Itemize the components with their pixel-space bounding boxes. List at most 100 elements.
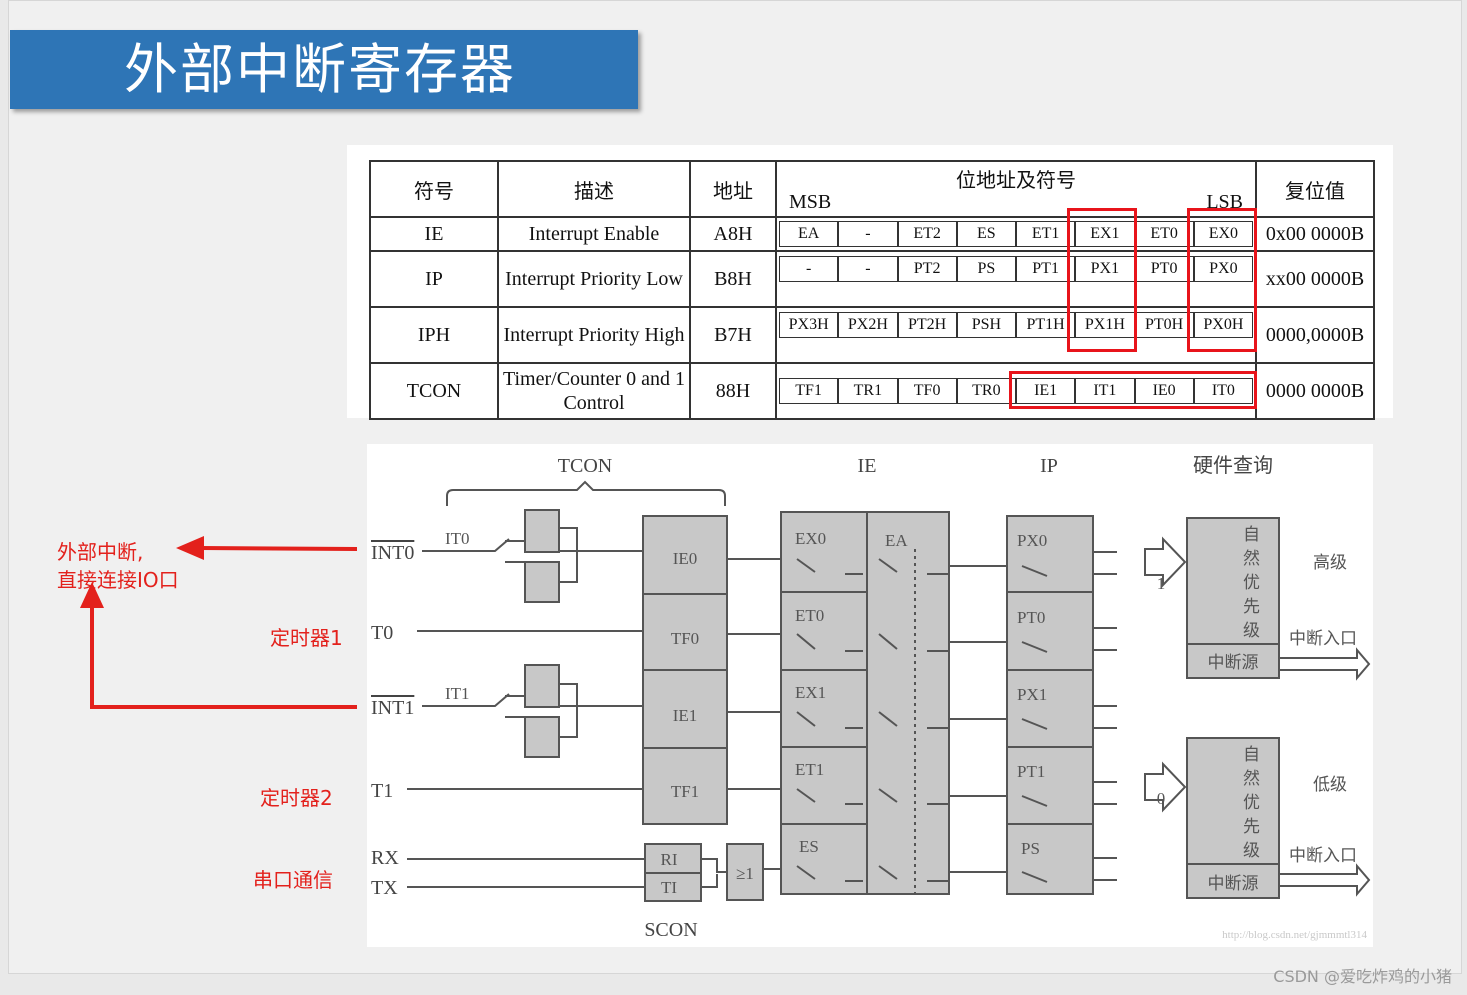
arrow-high-entry — [1278, 647, 1371, 681]
input-int0: INT0 — [371, 542, 414, 564]
arrow-low-entry — [1278, 863, 1371, 897]
low-entry: 中断入口 — [1289, 846, 1357, 865]
level-gate-int0 — [524, 561, 560, 603]
bit-cell: PX1 — [1075, 256, 1135, 282]
bit-cell: - — [838, 221, 898, 247]
ie-ex1: EX1 — [795, 683, 826, 702]
bit-cell: TF0 — [897, 378, 957, 404]
highlight-tcon-ie-it — [1009, 371, 1257, 409]
bit-cell: - — [779, 256, 839, 282]
diagram-blog-watermark: http://blog.csdn.net/gjmmmtl314 — [1222, 929, 1367, 941]
tcon-ie0-box — [642, 515, 728, 595]
row-addr: A8H — [689, 216, 777, 252]
ip-block — [1006, 515, 1094, 895]
ie-et1: ET1 — [795, 760, 824, 779]
row-symbol: IPH — [369, 306, 499, 364]
low-level: 低级 — [1313, 775, 1347, 794]
low-char-2: 然 — [1243, 769, 1260, 788]
ie-ex0: EX0 — [795, 529, 826, 548]
input-int1: INT1 — [371, 697, 414, 719]
edge-gate-int1 — [524, 664, 560, 708]
table-row: TCON Timer/Counter 0 and 1 Control 88H T… — [369, 362, 1375, 420]
priority-low-box — [1186, 737, 1280, 899]
bit-cell: PT0H — [1134, 312, 1194, 338]
annotation-timer2: 定时器2 — [260, 786, 333, 810]
row-desc: Interrupt Priority High — [497, 306, 691, 364]
tcon-tf0: TF0 — [671, 629, 699, 648]
arrow-low-input — [1144, 761, 1187, 813]
bit-cell: PT1 — [1016, 256, 1076, 282]
input-t0: T0 — [371, 622, 393, 644]
row-reset: 0000,0000B — [1255, 306, 1375, 364]
interrupt-diagram: TCON IE IP 硬件查询 SCON INT0 T0 INT1 T1 RX … — [371, 454, 1371, 941]
bit-cell: ES — [956, 221, 1016, 247]
bit-cell: EX0 — [1193, 221, 1253, 247]
switch-it0 — [477, 538, 510, 552]
register-table-panel: 符号 描述 地址 位地址及符号 MSB LSB 复位值 IE Interrupt… — [347, 145, 1393, 420]
annotation-serial: 串口通信 — [253, 868, 333, 892]
low-source: 中断源 — [1208, 874, 1259, 893]
level-gate-int1 — [524, 716, 560, 758]
header-lsb: LSB — [1206, 191, 1243, 213]
high-input-value: 1 — [1157, 574, 1166, 593]
ie-ea: EA — [885, 531, 908, 550]
bit-cell: IT0 — [1193, 378, 1253, 404]
row-desc: Timer/Counter 0 and 1 Control — [497, 362, 691, 420]
bit-cell: TR1 — [838, 378, 898, 404]
or-gate-box — [726, 843, 764, 901]
bit-cell: - — [838, 256, 898, 282]
slide-title: 外部中断寄存器 — [10, 30, 638, 109]
arrow-high-input — [1144, 536, 1187, 588]
header-bits-label: 位地址及符号 — [956, 170, 1076, 192]
ip-ps: PS — [1021, 839, 1040, 858]
ie-block — [780, 511, 950, 895]
header-msb: MSB — [789, 191, 832, 213]
bit-cell: EA — [779, 221, 839, 247]
bit-cell: TR0 — [956, 378, 1016, 404]
ie-et0: ET0 — [795, 606, 824, 625]
row-symbol: IP — [369, 250, 499, 308]
bit-cell: PX0H — [1193, 312, 1253, 338]
header-reset: 复位值 — [1255, 160, 1375, 218]
header-desc: 描述 — [497, 160, 691, 218]
low-char-1: 自 — [1243, 745, 1260, 764]
bit-cell: EX1 — [1075, 221, 1135, 247]
bit-cell: IT1 — [1075, 378, 1135, 404]
header-symbol: 符号 — [369, 160, 499, 218]
low-char-4: 先 — [1243, 817, 1260, 836]
scon-ri-box — [644, 843, 702, 874]
or-gate-label: ≥1 — [736, 864, 754, 883]
bit-cell: PT1H — [1016, 312, 1076, 338]
row-reset: 0000 0000B — [1255, 362, 1375, 420]
high-char-2: 然 — [1243, 549, 1260, 568]
input-t1: T1 — [371, 780, 393, 802]
row-symbol: TCON — [369, 362, 499, 420]
scon-ri: RI — [661, 850, 678, 869]
bit-cell: PS — [956, 256, 1016, 282]
highlight-ex1-px1 — [1067, 208, 1137, 352]
label-scon: SCON — [644, 919, 697, 941]
bit-cell: PSH — [956, 312, 1016, 338]
label-ie: IE — [858, 455, 877, 477]
bit-cell: PX2H — [838, 312, 898, 338]
bit-cell: PT0 — [1134, 256, 1194, 282]
low-char-3: 优 — [1243, 793, 1260, 812]
annotation-ext-interrupt-1: 外部中断, — [57, 540, 144, 564]
highlight-ex0-px0 — [1187, 208, 1257, 352]
bit-cell: PX1H — [1075, 312, 1135, 338]
tcon-tf0-box — [642, 593, 728, 671]
table-header-row: 符号 描述 地址 位地址及符号 MSB LSB 复位值 — [369, 160, 1375, 218]
interrupt-diagram-panel: TCON IE IP 硬件查询 SCON INT0 T0 INT1 T1 RX … — [367, 444, 1373, 947]
row-desc: Interrupt Enable — [497, 216, 691, 252]
ip-px1: PX1 — [1017, 685, 1047, 704]
input-rx: RX — [371, 847, 399, 869]
bit-cell: PX0 — [1193, 256, 1253, 282]
high-entry: 中断入口 — [1289, 629, 1357, 648]
